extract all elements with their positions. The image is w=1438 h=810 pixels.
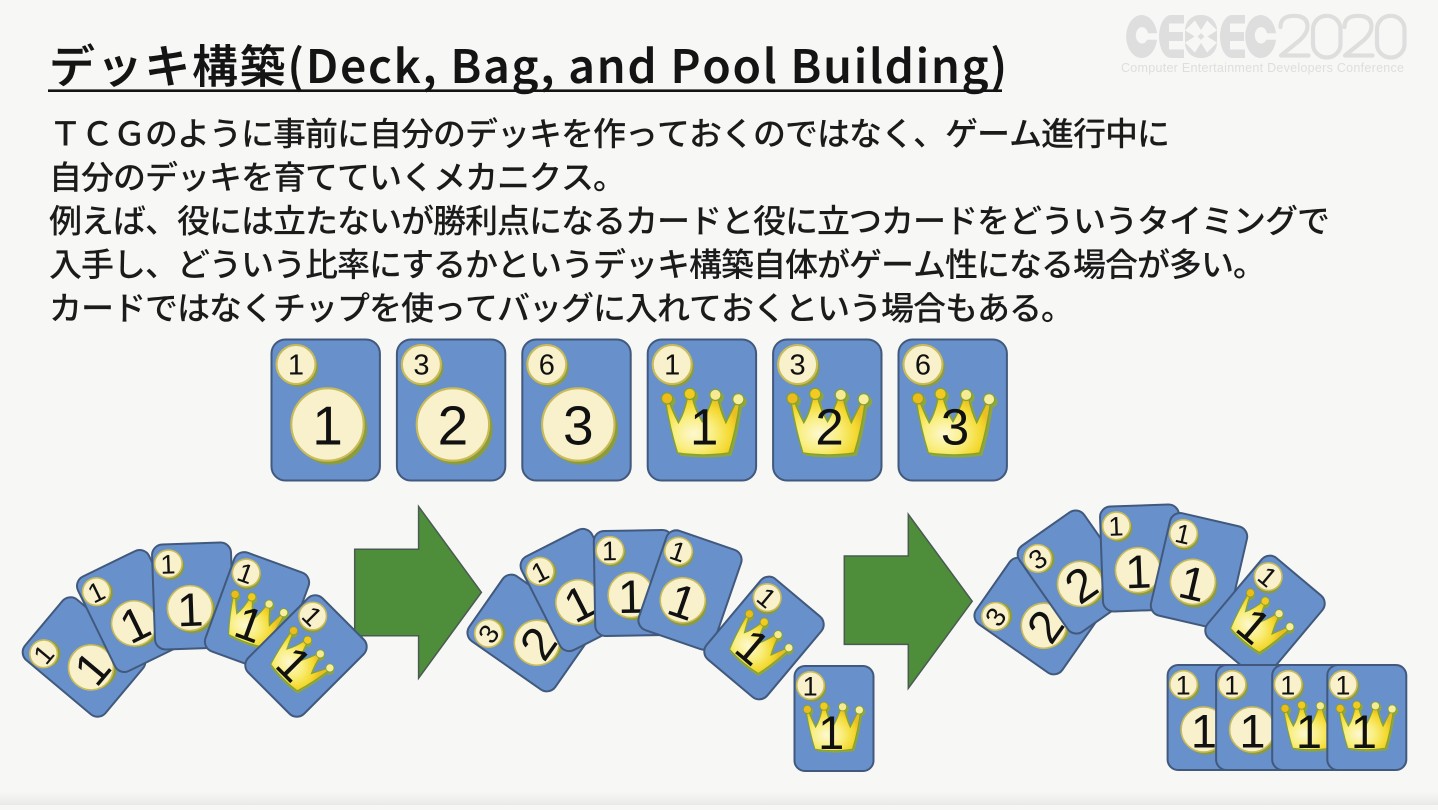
svg-text:Computer Entertainment Develop: Computer Entertainment Developers Confer… bbox=[1121, 61, 1404, 75]
